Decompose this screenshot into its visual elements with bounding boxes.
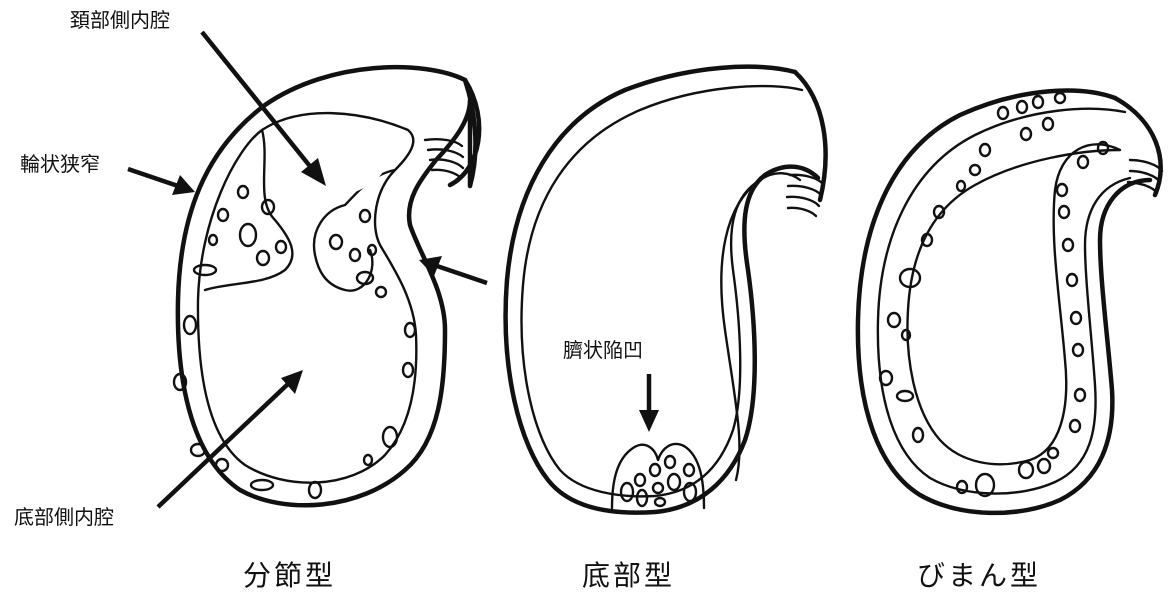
caption-fundal: 底部型 bbox=[582, 562, 675, 590]
diffuse-type-figure bbox=[858, 91, 1162, 513]
fundal-outer-wall bbox=[506, 67, 818, 513]
arrow-stricture-right bbox=[437, 266, 487, 283]
label-neck-lumen: 頚部側内腔 bbox=[70, 10, 170, 30]
fundal-type-figure bbox=[506, 67, 826, 513]
arrow-annular-stricture bbox=[128, 169, 178, 186]
label-base-lumen: 底部側内腔 bbox=[14, 507, 114, 527]
fundal-inner-wall bbox=[522, 86, 802, 496]
segmental-type-figure bbox=[174, 67, 479, 505]
fundal-sinuses bbox=[621, 456, 696, 506]
diffuse-inner-wall bbox=[878, 109, 1130, 494]
label-umbilical-depression: 臍状陥凹 bbox=[563, 340, 643, 360]
fundal-arrow bbox=[639, 374, 659, 432]
caption-segmental: 分節型 bbox=[243, 562, 336, 590]
fundal-neck-folds bbox=[787, 175, 823, 216]
label-annular-stricture: 輪状狭窄 bbox=[20, 154, 100, 174]
segmental-neck-folds bbox=[425, 139, 463, 178]
caption-diffuse: びまん型 bbox=[917, 562, 1041, 590]
segmental-sinuses bbox=[174, 186, 415, 498]
arrow-umbilical-depression-head bbox=[639, 410, 659, 432]
